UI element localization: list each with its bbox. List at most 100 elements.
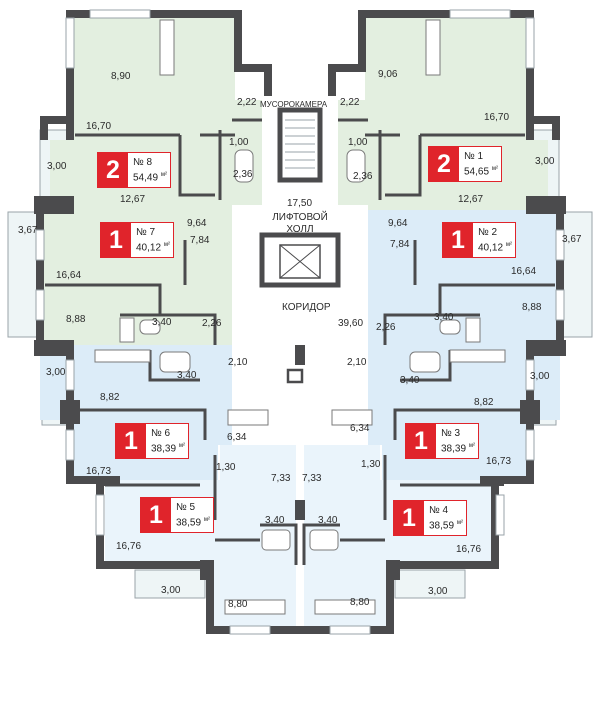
room-count: 1 [141,498,171,532]
area-a1-bath: 2,36 [353,171,373,182]
balcony-a5 [134,569,206,599]
balcony-a4 [394,569,466,599]
room-count: 1 [101,223,131,257]
area-a5-balcony: 3,00 [161,585,181,596]
apartment-number: № 2 [478,227,498,239]
area-a6-corridor: 2,10 [228,357,248,368]
apartment-area: 54,49 [133,172,159,184]
area-a3-bath: 3,40 [400,375,420,386]
apartment-area: 38,39 [441,443,467,455]
area-a7-kitchen: 8,88 [66,314,86,325]
area-a8-balcony: 3,00 [47,161,67,172]
area-a5-bath: 3,40 [265,515,285,526]
apartment-area: 40,12 [478,242,504,254]
lift-hall-area: 17,50 [287,198,313,209]
area-a5-corridor: 1,30 [216,462,236,473]
area-a6-bath: 3,40 [177,370,197,381]
apartment-badge-2[interactable]: 1 № 2 40,12 м² [442,222,516,258]
area-a8-kitchen: 8,90 [111,71,131,82]
apartment-area: 38,59 [176,517,202,529]
apartment-badge-3[interactable]: 1 № 3 38,39 м² [405,423,479,459]
area-a7-hall: 7,84 [190,235,210,246]
area-a3-balcony: 3,00 [530,371,550,382]
area-unit: м² [456,520,463,527]
area-a2-room: 16,64 [511,266,537,277]
area-a2-balcony: 3,67 [562,234,582,245]
area-unit: м² [468,443,475,450]
area-a4-corridor: 1,30 [361,459,381,470]
inner-walls [45,118,555,565]
area-a5-kitchen: 8,80 [228,599,248,610]
area-a6-kitchen: 8,82 [100,392,120,403]
apartment-area: 54,65 [464,166,490,178]
apartment-area: 38,39 [151,443,177,455]
area-a4-kitchen: 8,80 [350,597,370,608]
apartment-area: 40,12 [136,242,162,254]
area-a8-bedroom: 12,67 [120,194,146,205]
area-a7-room: 16,64 [56,270,82,281]
area-a1-wc: 1,00 [348,137,368,148]
area-a6-balcony: 3,00 [46,367,66,378]
room-count: 2 [98,153,128,187]
wall-segments [34,196,566,580]
area-unit: м² [178,443,185,450]
apartment-badge-7[interactable]: 1 № 7 40,12 м² [100,222,174,258]
apartment-badge-6[interactable]: 1 № 6 38,39 м² [115,423,189,459]
area-a1-room: 16,70 [484,112,510,123]
area-a3-kitchen: 8,82 [474,397,494,408]
area-a6-hall: 6,34 [227,432,247,443]
apartment-number: № 4 [429,505,449,517]
balcony-a2 [561,211,593,338]
stair-core [259,107,341,520]
area-unit: м² [160,172,167,179]
area-a8-room: 16,70 [86,121,112,132]
area-unit: м² [505,242,512,249]
area-a8-bath: 2,36 [233,169,253,180]
room-count: 2 [429,147,459,181]
area-a8-hall: 2,22 [237,97,257,108]
area-a5-room: 16,76 [116,541,142,552]
fixtures [94,19,506,615]
area-unit: м² [203,517,210,524]
room-count: 1 [116,424,146,458]
area-a3-hall: 6,34 [350,423,370,434]
area-a6-room: 16,73 [86,466,112,477]
area-unit: м² [163,242,170,249]
area-a6 [40,345,258,480]
apartment-number: № 7 [136,227,156,239]
windows [35,9,565,635]
room-count: 1 [443,223,473,257]
apartment-number: № 6 [151,428,171,440]
area-a1-hall: 2,22 [340,97,360,108]
area-a7-balcony: 3,67 [18,225,38,236]
area-a3-corridor: 2,10 [347,357,367,368]
corridor-area: 39,60 [338,318,364,329]
apartment-number: № 8 [133,157,153,169]
area-a8-corridor: 9,64 [187,218,207,229]
apartment-number: № 3 [441,428,461,440]
area-a5 [105,445,296,630]
area-a3 [342,345,560,480]
area-a2-corridor: 2,26 [376,322,396,333]
area-a4-bath: 3,40 [318,515,338,526]
apartment-number: № 1 [464,151,484,163]
area-a4-balcony: 3,00 [428,586,448,597]
room-count: 1 [406,424,436,458]
area-a1-corridor: 9,64 [388,218,408,229]
area-a2-bath: 3,40 [434,312,454,323]
area-a1-balcony: 3,00 [535,156,555,167]
area-a4 [304,445,495,630]
apartment-badge-8[interactable]: 2 № 8 54,49 м² [97,152,171,188]
area-a1-kitchen: 9,06 [378,69,398,80]
apartment-area: 38,59 [429,520,455,532]
area-a4-hall: 7,33 [302,473,322,484]
area-a5-hall: 7,33 [271,473,291,484]
balcony-a7 [7,211,39,338]
area-unit: м² [491,166,498,173]
area-a2-hall: 7,84 [390,239,410,250]
apartment-badge-1[interactable]: 2 № 1 54,65 м² [428,146,502,182]
area-a2-kitchen: 8,88 [522,302,542,313]
area-a7-corridor: 2,26 [202,318,222,329]
